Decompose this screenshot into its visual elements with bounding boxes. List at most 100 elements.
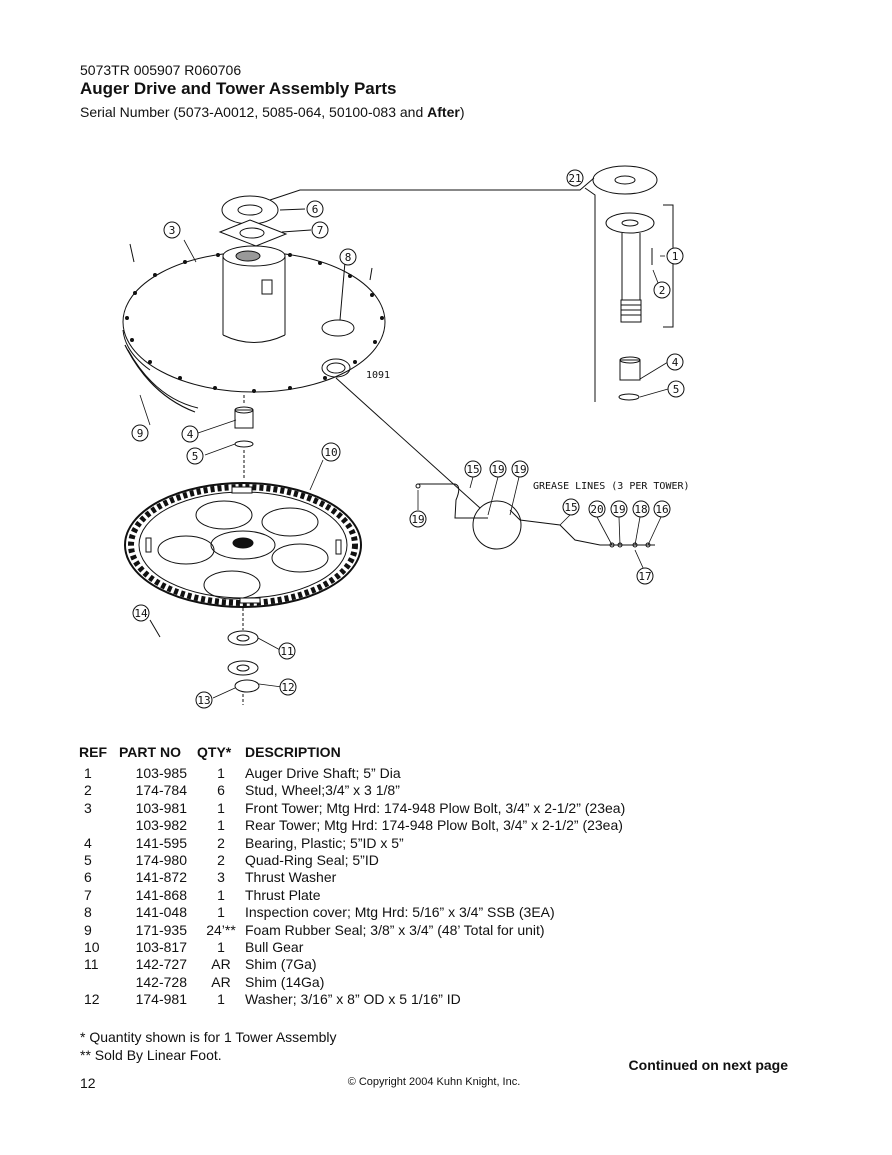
- svg-text:7: 7: [317, 224, 324, 237]
- bearing-right: [619, 359, 641, 381]
- header-ref: REF: [79, 744, 107, 760]
- callout-19b: 19: [511, 460, 529, 478]
- svg-text:4: 4: [672, 356, 679, 369]
- cell-ref: 5: [84, 852, 92, 869]
- cell-qty: 1: [217, 904, 225, 921]
- foam-seal-strip: [124, 344, 196, 413]
- cell-part-no: 103-985: [135, 765, 187, 781]
- cell-part-no: 174-980: [135, 852, 187, 869]
- serial-suffix: ): [459, 104, 465, 120]
- cell-qty: 1: [217, 939, 225, 956]
- cell-part-no: 141-048: [135, 904, 187, 921]
- cell-qty: 2: [217, 834, 225, 851]
- cell-qty: 1: [217, 817, 225, 834]
- cell-description: Stud, Wheel;3/4” x 3 1/8”: [245, 782, 400, 799]
- table-row: 103-982 1 Rear Tower; Mtg Hrd: 174-948 Plo…: [79, 817, 625, 834]
- cell-description: Rear Tower; Mtg Hrd: 174-948 Plow Bolt, …: [245, 817, 623, 834]
- bearing-center: [234, 409, 254, 429]
- continued-note: Continued on next page: [628, 1057, 788, 1073]
- callout-15b: 15: [562, 498, 580, 516]
- cell-part-no: 174-784: [135, 782, 187, 799]
- cell-qty: 1: [217, 799, 225, 816]
- cell-ref: [79, 974, 119, 991]
- svg-text:18: 18: [634, 503, 647, 516]
- callout-16: 16: [653, 500, 671, 518]
- callout-6: 6: [306, 200, 324, 218]
- cell-qty: 1: [217, 991, 225, 1008]
- washer: [227, 660, 259, 676]
- note-quantity: * Quantity shown is for 1 Tower Assembly: [80, 1029, 337, 1045]
- svg-text:9: 9: [137, 427, 144, 440]
- cell-qty: AR: [211, 973, 231, 990]
- table-row: 4 141-595 2 Bearing, Plastic; 5”ID x 5”: [79, 835, 625, 852]
- cell-ref: 12: [84, 991, 100, 1008]
- cell-description: Shim (7Ga): [245, 956, 317, 973]
- callout-18: 18: [632, 500, 650, 518]
- cell-ref: 2: [84, 782, 92, 799]
- cell-description: Thrust Washer: [245, 869, 337, 886]
- cell-description: Foam Rubber Seal; 3/8” x 3/4” (48’ Total…: [245, 921, 545, 938]
- cell-ref: 4: [84, 834, 92, 851]
- cell-part-no: 103-982: [135, 817, 187, 834]
- grease-manifold: [472, 500, 522, 550]
- cell-description: Inspection cover; Mtg Hrd: 5/16” x 3/4” …: [245, 904, 555, 921]
- callout-5-right: 5: [667, 380, 685, 398]
- svg-text:4: 4: [187, 428, 194, 441]
- callout-21: 21: [566, 169, 584, 187]
- svg-text:8: 8: [345, 251, 352, 264]
- svg-text:2: 2: [659, 284, 666, 297]
- callout-10: 10: [321, 442, 341, 462]
- shim: [227, 630, 259, 646]
- cell-ref: [79, 817, 119, 834]
- document-code: 5073TR 005907 R060706: [80, 62, 242, 78]
- cell-part-no: 103-981: [135, 799, 187, 816]
- callout-12: 12: [279, 678, 297, 696]
- cell-part-no: 103-817: [135, 939, 187, 956]
- svg-text:10: 10: [324, 446, 337, 459]
- exploded-parts-diagram: 21 6 7 3 8 1 2 4 5 9 4 5 10 14 11 12 13 …: [122, 165, 690, 709]
- callout-4: 4: [181, 425, 199, 443]
- bull-gear: [124, 482, 362, 608]
- callout-5: 5: [186, 447, 204, 465]
- callout-19c: 19: [409, 510, 427, 528]
- header-qty: QTY*: [197, 744, 232, 760]
- cell-qty: 3: [217, 869, 225, 886]
- header-part-no: PART NO: [119, 744, 181, 760]
- callout-13: 13: [195, 691, 213, 709]
- part-number-label: 1091: [366, 370, 390, 381]
- callout-8: 8: [339, 248, 357, 266]
- cell-ref: 9: [84, 921, 92, 938]
- table-header-row: REF PART NO QTY* DESCRIPTION: [79, 744, 625, 765]
- cell-qty: AR: [211, 956, 231, 973]
- cell-part-no: 141-595: [135, 834, 187, 851]
- callout-19a: 19: [489, 460, 507, 478]
- callout-19d: 19: [610, 500, 628, 518]
- callout-14: 14: [132, 604, 150, 622]
- auger-shaft-flange: [605, 212, 655, 234]
- cell-description: Quad-Ring Seal; 5”ID: [245, 852, 379, 869]
- svg-text:11: 11: [280, 645, 293, 658]
- svg-text:12: 12: [281, 681, 294, 694]
- quad-ring-right: [618, 393, 640, 401]
- svg-text:20: 20: [590, 503, 603, 516]
- callout-11: 11: [278, 642, 296, 660]
- header-description: DESCRIPTION: [245, 744, 341, 760]
- svg-text:13: 13: [197, 694, 210, 707]
- cell-description: Front Tower; Mtg Hrd: 174-948 Plow Bolt,…: [245, 799, 626, 816]
- svg-text:6: 6: [312, 203, 319, 216]
- page-title: Auger Drive and Tower Assembly Parts: [80, 79, 397, 98]
- svg-text:16: 16: [655, 503, 668, 516]
- cell-description: Bearing, Plastic; 5”ID x 5”: [245, 834, 404, 851]
- cell-ref: 1: [84, 765, 92, 781]
- callout-3: 3: [163, 221, 181, 239]
- cell-description: Bull Gear: [245, 939, 304, 956]
- svg-text:1: 1: [672, 250, 679, 263]
